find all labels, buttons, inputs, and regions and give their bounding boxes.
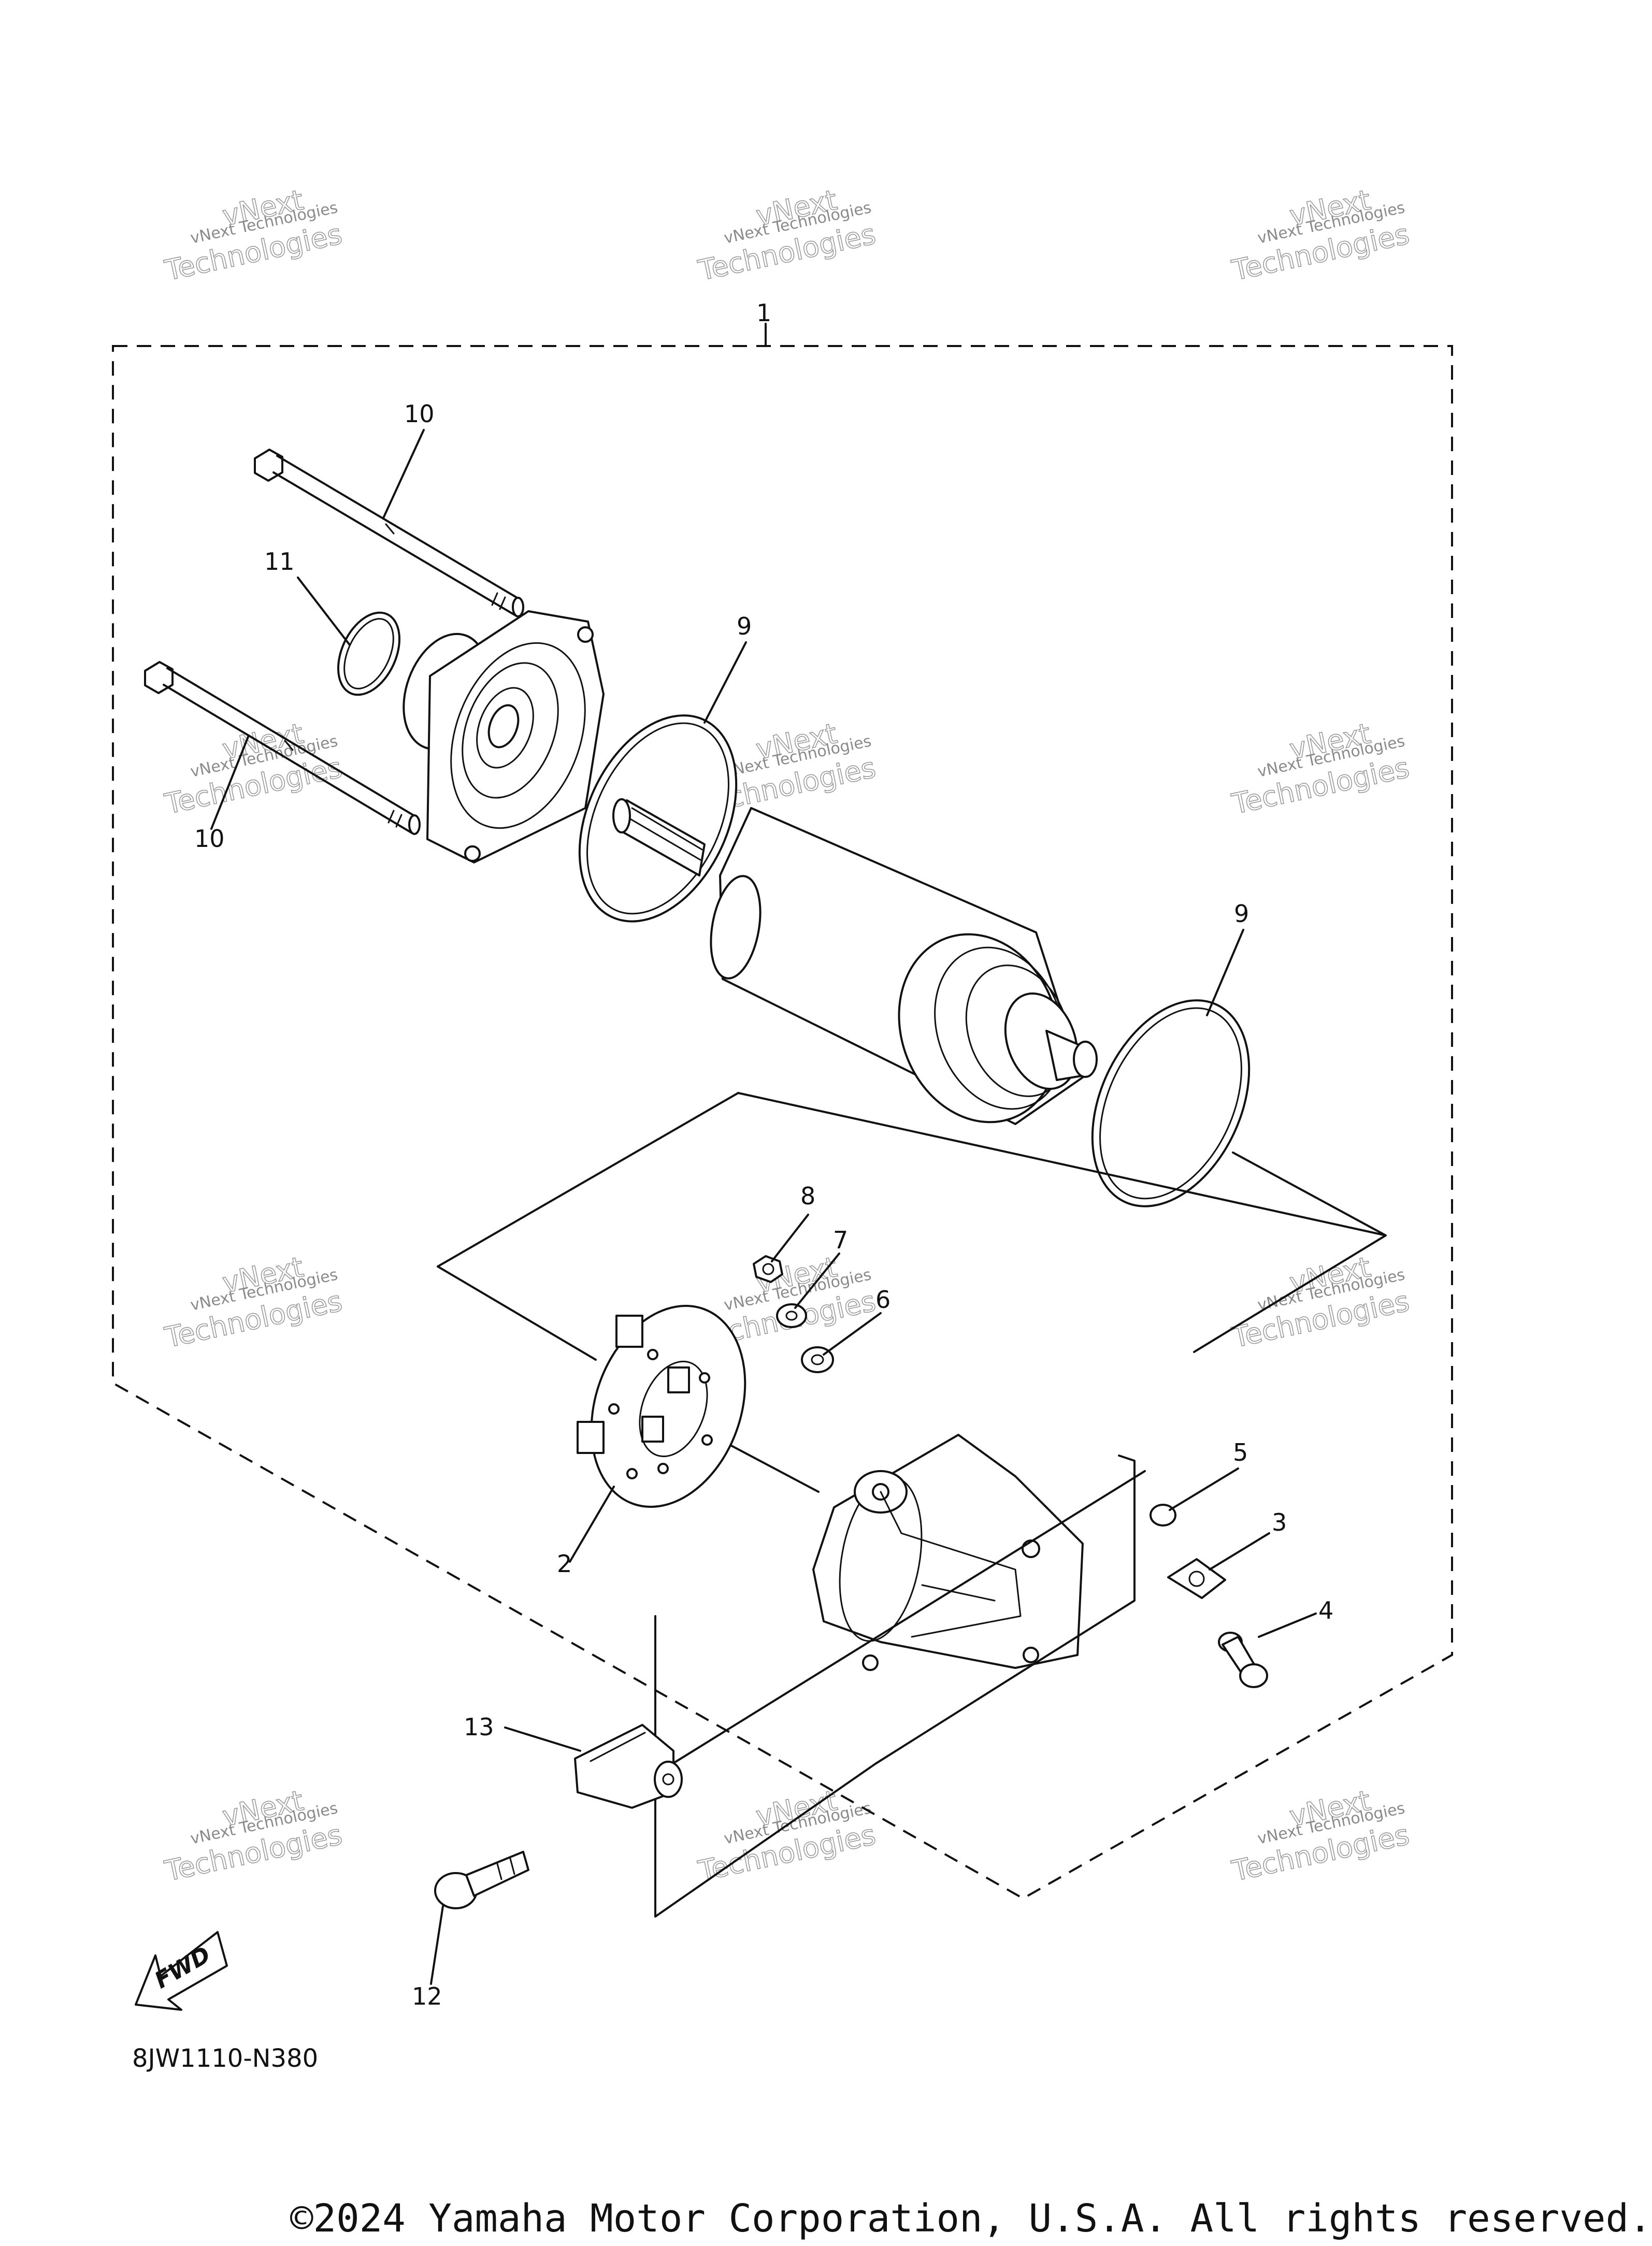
watermark: vNext vNext Technologies Technologies xyxy=(162,183,346,287)
starter-rear-cover xyxy=(812,1434,1084,1671)
brush-group-outline-right xyxy=(729,1444,820,1493)
callout-11: 11 xyxy=(264,548,295,575)
watermark: vNext vNext Technologies Technologies xyxy=(1229,1783,1413,1888)
watermark: vNext vNext Technologies Technologies xyxy=(695,183,879,287)
o-ring-9-rear-inner xyxy=(1099,1007,1242,1200)
through-bolt-upper xyxy=(254,449,524,617)
washer-7 xyxy=(776,1303,807,1328)
callout-12: 12 xyxy=(412,1982,442,2010)
callout-4: 4 xyxy=(1318,1596,1333,1624)
callout-8: 8 xyxy=(800,1182,815,1210)
callout-10-upper: 10 xyxy=(404,400,435,428)
starter-motor-exploded-view: vNext vNext Technologies Technologies vN… xyxy=(112,183,1453,2073)
watermark: vNext vNext Technologies Technologies xyxy=(162,1250,346,1355)
starter-front-cover xyxy=(403,610,605,863)
callout-labels: 1 10 11 9 10 9 8 7 6 2 5 3 4 13 12 xyxy=(194,299,1333,2010)
callout-7: 7 xyxy=(833,1226,848,1254)
callout-1: 1 xyxy=(756,299,771,327)
brush-group-outline xyxy=(437,1092,1387,1353)
brush-group-outline-left xyxy=(437,1265,597,1361)
parts-diagram: vNext vNext Technologies Technologies vN… xyxy=(112,183,1453,2073)
callout-3: 3 xyxy=(1272,1508,1287,1536)
callout-6: 6 xyxy=(875,1286,890,1314)
brush-holder-plate xyxy=(577,1305,746,1508)
callout-9-rear: 9 xyxy=(1234,900,1249,928)
callout-2: 2 xyxy=(557,1550,572,1578)
watermark: vNext vNext Technologies Technologies xyxy=(695,1783,879,1888)
nut-8 xyxy=(753,1255,783,1283)
watermark: vNext vNext Technologies Technologies xyxy=(162,1783,346,1888)
o-ring-11 xyxy=(337,611,401,696)
bolt-12 xyxy=(434,1851,529,1909)
callout-13: 13 xyxy=(464,1713,494,1741)
nut-3 xyxy=(1167,1558,1226,1599)
watermark: vNext vNext Technologies Technologies xyxy=(162,716,346,821)
leader-lines xyxy=(210,429,1317,1985)
callout-10-lower: 10 xyxy=(194,825,225,853)
stud-guide xyxy=(880,1491,902,1534)
bolt-4 xyxy=(1218,1632,1268,1688)
assembly-boundary xyxy=(112,345,1453,1900)
o-ring-9-front-inner xyxy=(586,722,729,915)
through-bolt-lower xyxy=(144,661,421,835)
watermark: vNext vNext Technologies Technologies xyxy=(1229,1250,1413,1355)
starter-yoke xyxy=(612,798,1098,1125)
diagram-code: 8JW1110-N380 xyxy=(132,2044,318,2073)
clamp-13 xyxy=(574,1724,683,1809)
watermark: vNext vNext Technologies Technologies xyxy=(1229,183,1413,287)
watermark: vNext vNext Technologies Technologies xyxy=(1229,716,1413,821)
bolt-axis-line xyxy=(667,1470,1146,1767)
fwd-arrow-icon: FWD xyxy=(135,1931,228,2011)
callout-5: 5 xyxy=(1233,1438,1248,1466)
callout-9-front: 9 xyxy=(737,612,752,640)
o-ring-9-rear xyxy=(1091,999,1251,1207)
copyright-notice: ©2024 Yamaha Motor Corporation, U.S.A. A… xyxy=(290,2196,1652,2241)
